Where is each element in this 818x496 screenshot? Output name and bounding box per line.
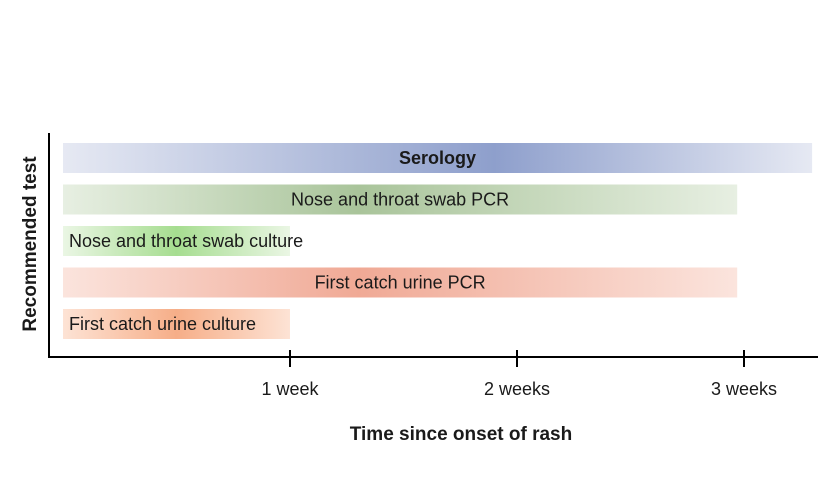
- x-tick-label-2: 2 weeks: [484, 379, 550, 399]
- bar-5: [63, 309, 290, 339]
- bar-1: [63, 143, 813, 173]
- bar-4: [63, 267, 738, 298]
- ticks-layer: 1 week 2 weeks 3 weeks: [261, 350, 777, 399]
- x-axis-title: Time since onset of rash: [350, 424, 572, 445]
- bar-3: [63, 226, 290, 256]
- bar-label-4: First catch urine PCR: [315, 273, 486, 293]
- bar-label-5: First catch urine culture: [69, 314, 256, 334]
- y-axis-title: Recommended test: [20, 156, 41, 332]
- bar-2: [63, 184, 738, 215]
- x-tick-label-1: 1 week: [261, 379, 319, 399]
- x-tick-label-3: 3 weeks: [711, 379, 777, 399]
- bar-label-3: Nose and throat swab culture: [69, 231, 303, 251]
- bar-label-2: Nose and throat swab PCR: [291, 190, 509, 210]
- bar-label-1: Serology: [399, 148, 476, 168]
